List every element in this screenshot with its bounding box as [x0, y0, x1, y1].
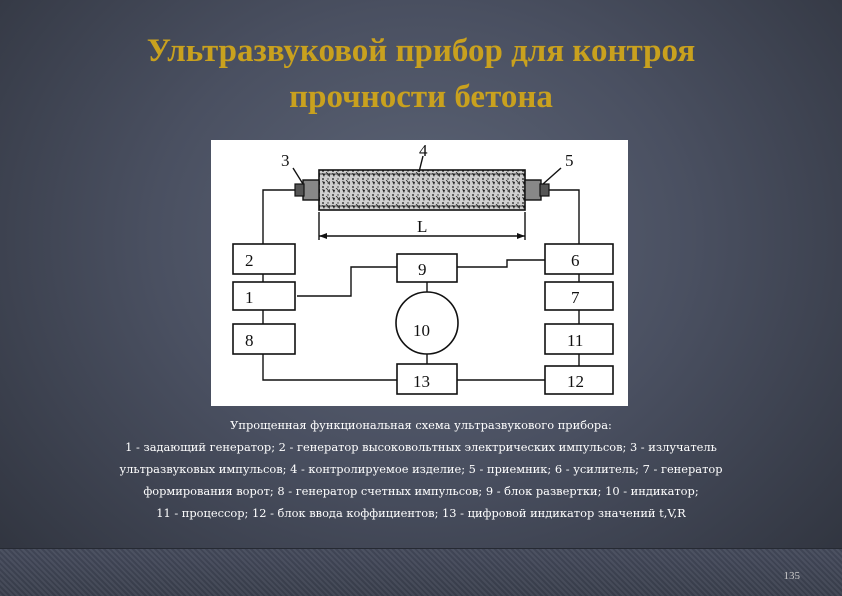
circuit-diagram: 3 4 5 L	[211, 140, 628, 406]
block-10	[395, 291, 459, 355]
caption-line-3: ультразвуковых импульсов; 4 - контролиру…	[119, 462, 723, 476]
label-10: 10	[413, 321, 430, 340]
caption-line-1: Упрощенная функциональная схема ультразв…	[230, 418, 612, 432]
label-12: 12	[567, 372, 584, 391]
block-13	[396, 363, 458, 395]
label-length: L	[417, 217, 427, 236]
caption-line-2: 1 - задающий генератор; 2 - генератор вы…	[125, 440, 717, 454]
block-7	[544, 281, 614, 311]
specimen	[318, 169, 526, 211]
label-8: 8	[245, 331, 254, 350]
label-7: 7	[571, 288, 580, 307]
label-13: 13	[413, 372, 430, 391]
caption-line-5: 11 - процессор; 12 - блок ввода коффицие…	[156, 506, 686, 520]
block-8	[232, 323, 296, 355]
receiver-transducer	[524, 179, 550, 201]
emitter-transducer	[294, 179, 320, 201]
block-1	[232, 281, 296, 311]
label-2: 2	[245, 251, 254, 270]
wiring	[262, 189, 580, 381]
figure-caption: Упрощенная функциональная схема ультразв…	[30, 414, 812, 524]
leader-3	[292, 167, 304, 185]
length-dimension	[318, 212, 526, 240]
label-5: 5	[565, 151, 574, 170]
label-4: 4	[419, 141, 428, 160]
leader-4	[418, 155, 424, 173]
page-number: 135	[783, 570, 801, 582]
label-9: 9	[418, 260, 427, 279]
block-2	[232, 243, 296, 275]
leader-5	[542, 167, 562, 185]
caption-line-4: формирования ворот; 8 - генератор счетны…	[143, 484, 699, 498]
title-line-2: прочности бетона	[289, 79, 553, 115]
label-11: 11	[567, 331, 583, 350]
label-1: 1	[245, 288, 254, 307]
block-11	[544, 323, 614, 355]
block-12	[544, 365, 614, 395]
block-9	[396, 253, 458, 283]
label-6: 6	[571, 251, 580, 270]
label-3: 3	[281, 151, 290, 170]
footer-band	[0, 548, 842, 596]
slide-title: Ультразвуковой прибор для контроя прочно…	[0, 28, 842, 120]
block-6	[544, 243, 614, 275]
title-line-1: Ультразвуковой прибор для контроя	[146, 33, 696, 69]
